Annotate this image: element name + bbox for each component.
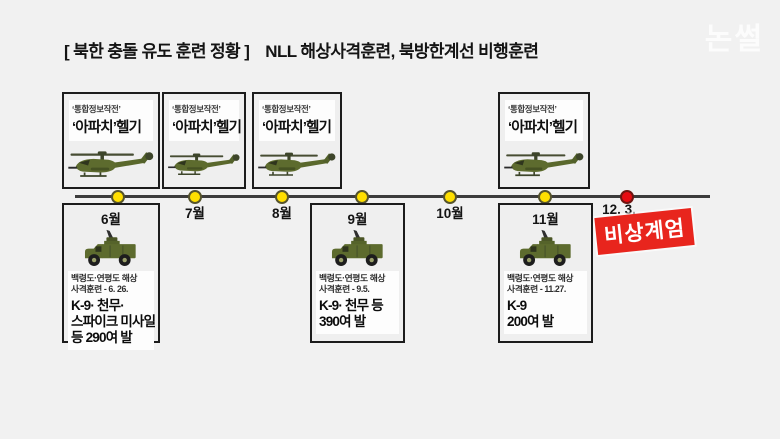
- apache-heli-label: ‘아파치’헬기: [508, 120, 578, 136]
- event-box-june: 6월 백령도·연평도 해상 사격훈련 - 6. 26. K-9· 천무· 스파이…: [62, 203, 160, 350]
- timeline-dot-december3: [620, 190, 634, 204]
- weapons-detail-line1: K-9: [507, 298, 527, 313]
- page-title: [ 북한 충돌 유도 훈련 정황 ] NLL 해상사격훈련, 북방한계선 비행훈련: [64, 37, 539, 62]
- operation-ribbon-label: ‘통합정보작전’: [508, 104, 557, 114]
- apache-heli-label: ‘아파치’헬기: [262, 120, 332, 136]
- timeline-dot-august: [275, 190, 289, 204]
- exercise-desc-line1: 백령도·연평도 해상: [507, 273, 574, 283]
- military-vehicle-icon: [84, 229, 137, 267]
- timeline-dot-july: [188, 190, 202, 204]
- exercise-desc-line2: 사격훈련 - 9.5.: [319, 284, 370, 294]
- event-text-panel: 백령도·연평도 해상 사격훈련 - 11.27. K-9 200여 발: [504, 271, 587, 334]
- weapons-detail: K-9· 천무· 스파이크 미사일 등 290여 발: [71, 298, 156, 346]
- title-main: NLL 해상사격훈련, 북방한계선 비행훈련: [265, 42, 539, 61]
- operation-ribbon-label: ‘통합정보작전’: [172, 104, 221, 114]
- operation-ribbon-label: ‘통합정보작전’: [262, 104, 311, 114]
- timeline-dot-september: [355, 190, 369, 204]
- exercise-desc-line1: 백령도·연평도 해상: [71, 273, 138, 283]
- broadcaster-logo: 논썰: [704, 23, 764, 56]
- apache-helicopter-icon: [257, 145, 337, 185]
- month-label-august: 8월: [272, 206, 292, 221]
- exercise-desc-line2: 사격훈련 - 11.27.: [507, 284, 566, 294]
- month-label-november: 11월: [532, 212, 559, 227]
- operation-ribbon-label: ‘통합정보작전’: [72, 104, 121, 114]
- month-label-october: 10월: [436, 206, 464, 221]
- apache-text-panel: ‘통합정보작전’ ‘아파치’헬기: [169, 100, 242, 141]
- exercise-desc-line2: 사격훈련 - 6. 26.: [71, 284, 128, 294]
- military-vehicle-icon: [518, 229, 571, 267]
- weapons-detail-line1: K-9· 천무 등: [319, 298, 384, 313]
- month-label-september: 9월: [347, 212, 368, 227]
- apache-box-november: ‘통합정보작전’ ‘아파치’헬기: [498, 92, 590, 189]
- apache-text-panel: ‘통합정보작전’ ‘아파치’헬기: [259, 100, 335, 141]
- weapons-detail: K-9· 천무 등 390여 발: [319, 298, 396, 330]
- event-text-panel: 백령도·연평도 해상 사격훈련 - 6. 26. K-9· 천무· 스파이크 미…: [68, 271, 156, 350]
- weapons-detail-line2: 390여 발: [319, 314, 366, 329]
- weapons-detail: K-9 200여 발: [507, 298, 584, 330]
- apache-heli-label: ‘아파치’헬기: [172, 120, 242, 136]
- title-bracket: [ 북한 충돌 유도 훈련 정황 ]: [64, 42, 250, 61]
- timeline-axis: [75, 195, 710, 198]
- military-vehicle-icon: [330, 229, 383, 267]
- apache-text-panel: ‘통합정보작전’ ‘아파치’헬기: [69, 100, 153, 141]
- month-label-july: 7월: [185, 206, 205, 221]
- apache-box-june: ‘통합정보작전’ ‘아파치’헬기: [62, 92, 160, 189]
- apache-helicopter-icon: [503, 145, 585, 185]
- weapons-detail-line1: K-9· 천무·: [71, 298, 125, 313]
- apache-box-july: ‘통합정보작전’ ‘아파치’헬기: [162, 92, 246, 189]
- event-text-panel: 백령도·연평도 해상 사격훈련 - 9.5. K-9· 천무 등 390여 발: [316, 271, 399, 334]
- apache-helicopter-icon: [67, 145, 155, 185]
- apache-heli-label: ‘아파치’헬기: [72, 120, 142, 136]
- timeline-dot-october: [443, 190, 457, 204]
- timeline-dot-june: [111, 190, 125, 204]
- month-label-june: 6월: [101, 212, 121, 227]
- weapons-detail-line2: 스파이크 미사일: [71, 314, 156, 329]
- weapons-detail-line2: 200여 발: [507, 314, 554, 329]
- end-date-label: 12. 3.: [602, 202, 636, 217]
- exercise-desc-line1: 백령도·연평도 해상: [319, 273, 386, 283]
- timeline-dot-november: [538, 190, 552, 204]
- event-box-september: 9월 백령도·연평도 해상 사격훈련 - 9.5. K-9· 천무 등 390여…: [310, 203, 405, 343]
- apache-text-panel: ‘통합정보작전’ ‘아파치’헬기: [505, 100, 583, 141]
- apache-helicopter-icon: [167, 145, 241, 185]
- apache-box-august: ‘통합정보작전’ ‘아파치’헬기: [252, 92, 342, 189]
- event-box-november: 11월 백령도·연평도 해상 사격훈련 - 11.27. K-9 200여 발: [498, 203, 593, 343]
- weapons-detail-line3: 등 290여 발: [71, 330, 133, 345]
